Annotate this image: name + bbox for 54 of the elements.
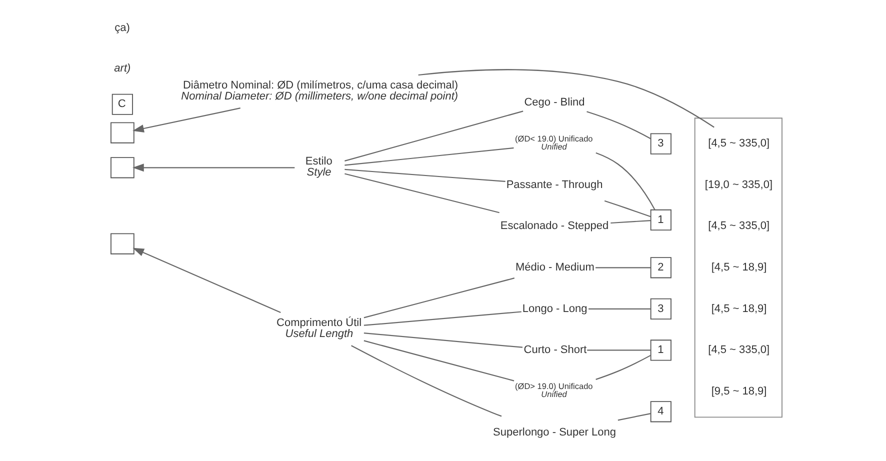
connector [586, 350, 650, 351]
node-text: [4,5 ~ 335,0] [708, 344, 770, 356]
connector [588, 308, 650, 310]
node-box [110, 233, 134, 254]
node-text: (ØD< 19.0) Unificado Unified [514, 134, 592, 152]
connector [595, 354, 651, 380]
connector [363, 340, 514, 382]
node-text: Comprimento Útil Useful Length [276, 316, 362, 340]
connector [344, 173, 499, 214]
node-text: Cego - Blind [524, 96, 584, 108]
node-text: [19,0 ~ 335,0] [704, 178, 772, 191]
connector [595, 152, 655, 210]
node-text: [4,5 ~ 335,0] [708, 138, 770, 150]
connector [363, 332, 522, 348]
arrow [132, 108, 240, 132]
connector [610, 220, 650, 224]
label: art) [114, 62, 130, 74]
connector [350, 345, 502, 417]
node-text: Escalonado - Stepped [500, 220, 608, 232]
node-text: [9,5 ~ 18,9] [710, 385, 766, 398]
cluster [694, 118, 782, 418]
arrow [132, 164, 294, 172]
node-text: Médio - Medium [515, 261, 594, 274]
node-text: Curto - Short [523, 344, 586, 356]
node-box: 1 [650, 340, 671, 361]
connector [344, 147, 514, 166]
connector [363, 278, 514, 318]
node-box: C [111, 94, 132, 115]
node-text: Estilo Style [304, 156, 332, 179]
connector [604, 200, 650, 218]
node-box: 3 [650, 298, 671, 320]
node-box: 2 [650, 257, 671, 278]
arrow [132, 248, 280, 313]
node-text: (ØD> 19.0) Unificado Unified [514, 382, 592, 400]
connector [363, 311, 521, 326]
node-box [110, 122, 134, 144]
node-box: 3 [650, 133, 671, 154]
connector [344, 168, 505, 182]
connector [418, 69, 714, 128]
node-text: Passante - Through [506, 178, 602, 191]
node-text: Longo - Long [522, 302, 587, 315]
node-box: 4 [650, 401, 671, 422]
node-box: 1 [650, 209, 671, 230]
node-text: [4,5 ~ 18,9] [710, 261, 766, 274]
connector [595, 267, 650, 268]
label: ça) [114, 22, 130, 34]
connector [617, 413, 650, 421]
node-text: Superlongo - Super Long [492, 426, 616, 439]
connector [344, 110, 523, 162]
node-box [110, 157, 134, 178]
node-text: Diâmetro Nominal: ØD (milímetros, c/uma casa decimal) Nominal Diameter: ØD (millimeters, w/one decimal point) [180, 79, 458, 102]
node-text: [4,5 ~ 18,9] [710, 302, 766, 315]
node-text: [4,5 ~ 335,0] [708, 220, 770, 232]
connector [586, 111, 651, 140]
